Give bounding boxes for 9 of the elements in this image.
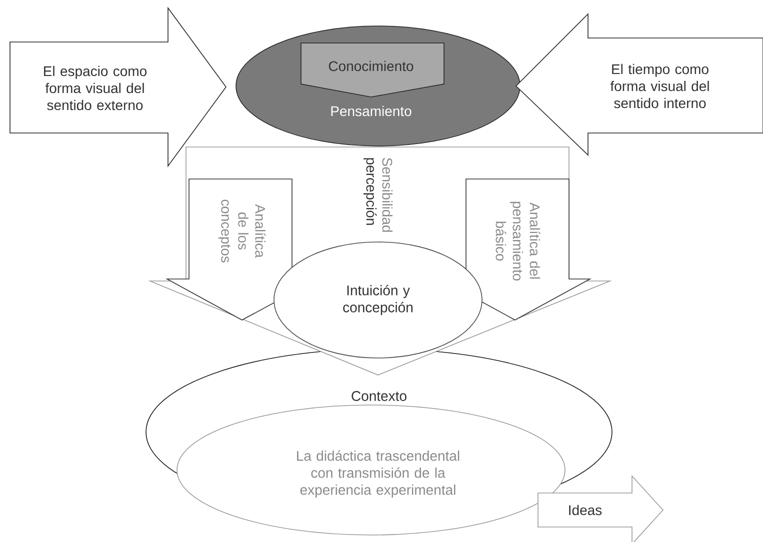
pointer-box: Ideas [538, 474, 664, 542]
node-label: La didáctica trascendental con transmisión de la experiencia experimental [297, 450, 460, 498]
pointer-box: El espacio como forma visual del sentido externo [10, 6, 226, 168]
node-label: Ideas [569, 504, 602, 516]
pentagon-box: Conocimiento [300, 42, 444, 98]
pointer-box: Analítica de los conceptos [165, 178, 320, 320]
pointer-box: El tiempo como forma visual del sentido interno [515, 13, 763, 156]
node-label: El tiempo como forma visual del sentido interno [610, 64, 709, 108]
pointer-box: Analítica del pensamiento básico [438, 178, 592, 320]
